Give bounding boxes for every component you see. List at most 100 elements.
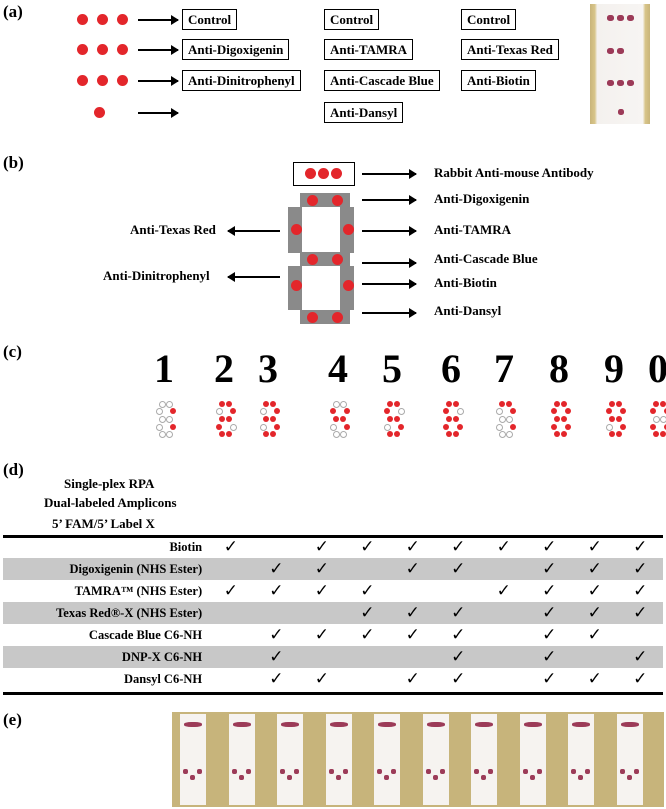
red-dot bbox=[307, 254, 318, 265]
arrow-left bbox=[227, 272, 280, 282]
check-cell: ✓ bbox=[314, 581, 329, 600]
antibody-label: Anti-Dinitrophenyl bbox=[103, 268, 210, 283]
segment-dot bbox=[270, 416, 276, 422]
arrow-right bbox=[362, 226, 417, 236]
red-dot bbox=[97, 75, 108, 86]
segment-dot bbox=[616, 401, 622, 407]
table-row: Biotin✓✓✓✓✓✓✓✓✓ bbox=[3, 536, 663, 558]
segment-dot bbox=[620, 408, 626, 414]
segment-dot bbox=[330, 408, 336, 414]
segment-dot bbox=[496, 408, 503, 415]
arrow-right bbox=[362, 169, 417, 179]
check-cell bbox=[436, 580, 481, 602]
digit-label: 5 bbox=[382, 346, 402, 391]
segment-dot bbox=[609, 431, 615, 437]
red-dot bbox=[97, 14, 108, 25]
segment-dot bbox=[398, 408, 405, 415]
check-cell: ✓ bbox=[405, 669, 420, 688]
arrow-right bbox=[138, 108, 179, 118]
check-cell bbox=[481, 668, 526, 690]
segment-dot bbox=[446, 431, 452, 437]
check-cell bbox=[481, 602, 527, 624]
check-cell: ✓ bbox=[587, 537, 602, 556]
antibody-label: Anti-TAMRA bbox=[434, 222, 512, 237]
segment-dot bbox=[274, 408, 280, 414]
segment-dot bbox=[216, 408, 223, 415]
arrow-right bbox=[138, 45, 179, 55]
arrow-right bbox=[362, 195, 417, 205]
arrow-right bbox=[138, 15, 179, 25]
segment-dot bbox=[226, 431, 232, 437]
segment-dot bbox=[551, 408, 557, 414]
segment-dot bbox=[219, 401, 225, 407]
red-dot bbox=[117, 75, 128, 86]
segment-dot bbox=[653, 431, 659, 437]
antibody-label: Anti-Texas Red bbox=[130, 222, 216, 237]
row-label: TAMRA™ (NHS Ester) bbox=[74, 583, 203, 598]
red-dot bbox=[343, 280, 354, 291]
label-matrix-table: Biotin✓✓✓✓✓✓✓✓✓Digoxigenin (NHS Ester)✓✓… bbox=[3, 536, 663, 690]
test-strip bbox=[471, 714, 497, 805]
lateral-flow-strip-photo bbox=[590, 4, 650, 124]
segment-dot bbox=[446, 401, 452, 407]
row-label: Texas Red®-X (NHS Ester) bbox=[3, 602, 209, 624]
table-bottom-rule bbox=[3, 692, 663, 695]
segment-dot bbox=[274, 424, 280, 430]
segment-dot bbox=[443, 424, 449, 430]
check-cell: ✓ bbox=[526, 558, 572, 580]
segment-dot bbox=[446, 416, 452, 422]
digit-label: 7 bbox=[494, 346, 514, 391]
check-cell: ✓ bbox=[314, 537, 329, 556]
check-cell: ✓ bbox=[451, 669, 466, 688]
segment-dot bbox=[496, 424, 503, 431]
segment-dot bbox=[219, 431, 225, 437]
test-strip bbox=[325, 714, 352, 805]
red-dot bbox=[332, 195, 343, 206]
digit-label: 3 bbox=[258, 346, 278, 391]
panel-label-a: (a) bbox=[3, 2, 23, 21]
segment-dot bbox=[609, 416, 615, 422]
segment-dot bbox=[330, 424, 337, 431]
check-cell bbox=[390, 646, 436, 668]
table-header-line: Dual-labeled Amplicons bbox=[44, 495, 177, 510]
table-row: Dansyl C6-NH✓✓✓✓✓✓✓ bbox=[3, 668, 663, 690]
segment-dot bbox=[260, 408, 267, 415]
red-dot bbox=[318, 168, 329, 179]
check-cell: ✓ bbox=[633, 581, 648, 600]
segment-dot bbox=[457, 408, 464, 415]
arrow-right bbox=[138, 76, 179, 86]
segment-dot bbox=[340, 431, 347, 438]
segment-dot bbox=[170, 424, 176, 430]
segment-dot bbox=[565, 424, 571, 430]
segment-dot bbox=[344, 408, 350, 414]
segment-dot bbox=[384, 408, 390, 414]
segment-dot bbox=[156, 424, 163, 431]
panel-label-e: (e) bbox=[3, 710, 22, 729]
segment-dot bbox=[156, 408, 163, 415]
segment-dot bbox=[660, 431, 666, 437]
panel-label-c: (c) bbox=[3, 342, 22, 361]
label-box: Control bbox=[461, 9, 517, 30]
red-dot bbox=[332, 254, 343, 265]
check-cell bbox=[208, 624, 253, 646]
check-cell bbox=[344, 558, 391, 580]
label-box: Control bbox=[182, 9, 238, 30]
segment-dot bbox=[664, 424, 666, 430]
segment-dot bbox=[230, 424, 237, 431]
digit-label: 9 bbox=[604, 346, 624, 391]
check-cell: ✓ bbox=[314, 625, 329, 644]
check-cell: ✓ bbox=[542, 625, 557, 644]
check-cell: ✓ bbox=[344, 602, 391, 624]
table-row: DNP-X C6-NH✓✓✓✓ bbox=[3, 646, 663, 668]
test-strip bbox=[374, 714, 400, 805]
arrow-right bbox=[362, 258, 417, 268]
red-dot bbox=[94, 107, 105, 118]
check-cell bbox=[208, 602, 254, 624]
check-cell: ✓ bbox=[542, 581, 557, 600]
segment-dot bbox=[653, 416, 660, 423]
check-cell bbox=[481, 646, 527, 668]
segment-dot bbox=[561, 401, 567, 407]
check-cell bbox=[299, 602, 345, 624]
check-cell: ✓ bbox=[223, 537, 238, 556]
segment-dot bbox=[554, 416, 560, 422]
